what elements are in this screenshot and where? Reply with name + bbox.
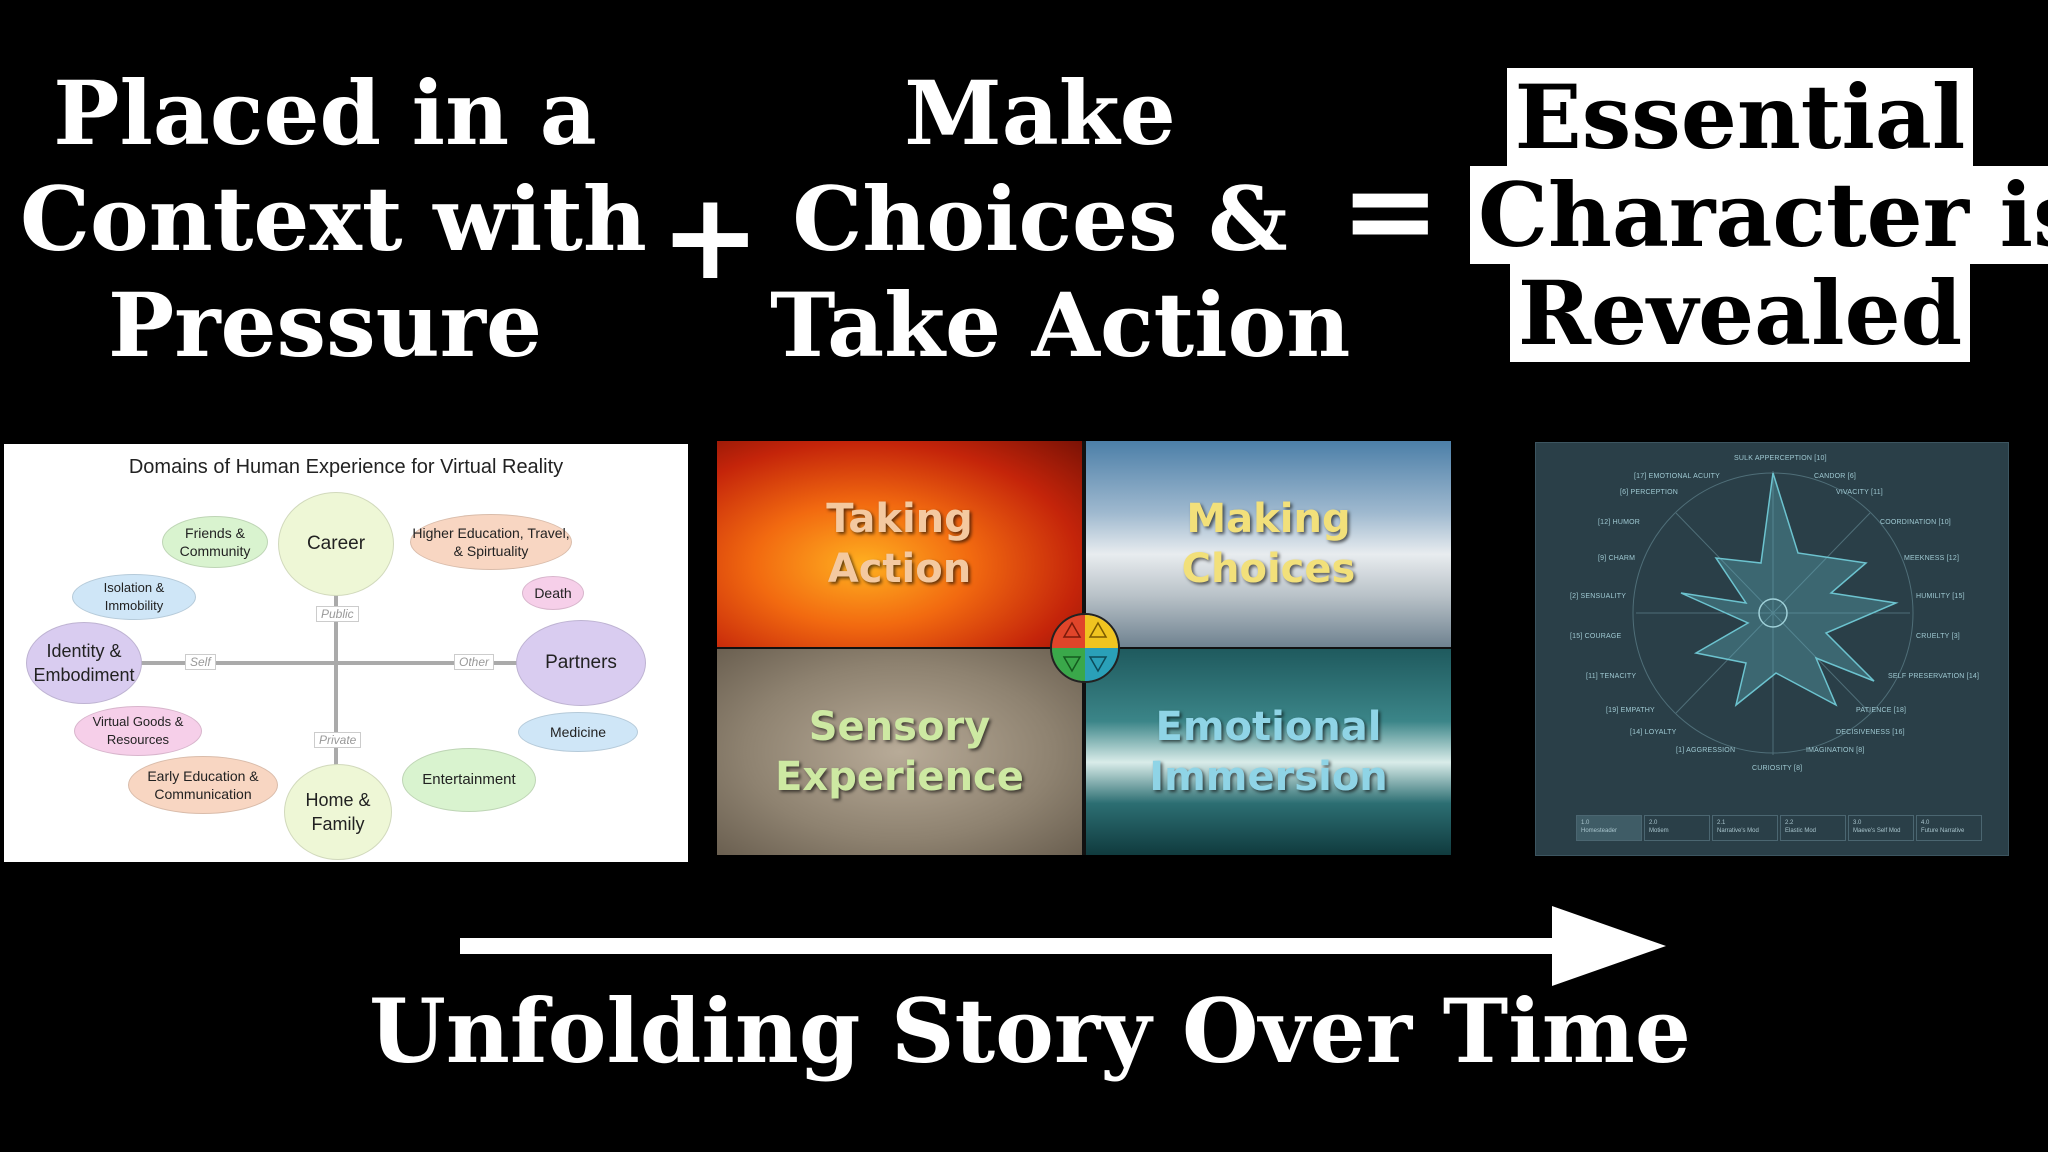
tab-label: Future Narrative <box>1921 828 1965 834</box>
radar-label: COORDINATION [10] <box>1880 519 1951 526</box>
axis-label-public: Public <box>316 606 359 622</box>
radar-label: CURIOSITY [8] <box>1752 765 1803 772</box>
bubble-partners: Partners <box>516 620 646 706</box>
tab-label: Motiem <box>1649 828 1669 834</box>
quadrant-label-line: Experience <box>775 754 1024 800</box>
headline-character-line: Revealed <box>1509 264 1971 362</box>
radar-center <box>1758 598 1788 628</box>
tab-label: Elastic Mod <box>1785 828 1817 834</box>
tab-number: 2.0 <box>1649 820 1658 826</box>
headline-context-line: Pressure <box>108 273 542 377</box>
radar-label: [2] SENSUALITY <box>1570 593 1627 600</box>
radar-polygon <box>1680 472 1899 707</box>
quadrant-label-line: Making <box>1186 496 1351 542</box>
radar-label: IMAGINATION [8] <box>1806 747 1865 754</box>
tab-number: 1.0 <box>1581 820 1590 826</box>
radar-label: CRUELTY [3] <box>1916 633 1960 640</box>
bubble-entertainment: Entertainment <box>402 748 536 812</box>
radar-label: CANDOR [6] <box>1814 473 1857 480</box>
headline-choices: Make Choices & Take Action <box>770 60 1351 378</box>
character-attribute-radar: SULK APPERCEPTION [10] [17] EMOTIONAL AC… <box>1535 442 2009 856</box>
bubble-career: Career <box>278 492 394 596</box>
radar-label: SELF PRESERVATION [14] <box>1888 673 1980 680</box>
headline-choices-line: Take Action <box>770 273 1351 377</box>
equals-sign: = <box>1340 142 1441 281</box>
radar-label: [15] COURAGE <box>1570 633 1622 640</box>
radar-label: [11] TENACITY <box>1586 673 1637 680</box>
radar-label: PATIENCE [18] <box>1856 707 1907 714</box>
headline-context: Placed in a Context with Pressure <box>20 60 647 378</box>
quadrant-label-line: Emotional <box>1155 704 1382 750</box>
radar-label: [19] EMPATHY <box>1606 707 1655 714</box>
domains-title: Domains of Human Experience for Virtual … <box>128 456 564 478</box>
elements-wheel-icon <box>1050 613 1120 683</box>
timeline-caption: Unfolding Story Over Time <box>369 979 1691 1083</box>
axis-label-private: Private <box>314 732 362 748</box>
bubble-early-education: Early Education & Communication <box>128 756 278 814</box>
radar-label: [12] HUMOR <box>1598 519 1641 526</box>
radar-label: [6] PERCEPTION <box>1620 489 1679 496</box>
quadrant-label-line: Sensory <box>808 704 991 750</box>
tab-number: 3.0 <box>1853 820 1862 826</box>
tab-label: Homesteader <box>1581 828 1618 834</box>
radar-label: [14] LOYALTY <box>1630 729 1677 736</box>
tab-number: 2.2 <box>1785 820 1794 826</box>
bubble-friends-community: Friends & Community <box>162 516 268 568</box>
quadrant-label-line: Action <box>827 546 972 592</box>
tab-number: 4.0 <box>1921 820 1930 826</box>
headline-choices-line: Choices & <box>792 167 1288 271</box>
radar-label: HUMILITY [15] <box>1916 593 1965 600</box>
timeline-arrow-shaft <box>460 938 1560 954</box>
radar-label: SULK APPERCEPTION [10] <box>1734 455 1827 462</box>
radar-label: VIVACITY [11] <box>1836 489 1883 496</box>
radar-label: DECISIVENESS [16] <box>1836 729 1905 736</box>
bubble-home-family: Home & Family <box>284 764 392 860</box>
headline-context-line: Context with <box>20 167 647 271</box>
bubble-medicine: Medicine <box>518 712 638 752</box>
bubble-virtual-goods: Virtual Goods & Resources <box>74 706 202 756</box>
bubble-death: Death <box>522 576 584 610</box>
tab-number: 2.1 <box>1717 820 1726 826</box>
radar-label: [17] EMOTIONAL ACUITY <box>1634 473 1721 480</box>
tab-label: Narrative's Mod <box>1717 828 1759 834</box>
quadrant-label-line: Taking <box>826 496 973 542</box>
headline-character-line: Character is <box>1470 166 2048 264</box>
headline-choices-line: Make <box>904 61 1176 165</box>
radar-label: MEEKNESS [12] <box>1904 555 1960 562</box>
radar-label: [9] CHARM <box>1598 555 1636 562</box>
bubble-isolation: Isolation & Immobility <box>72 574 196 620</box>
arrow-right-icon <box>1552 906 1666 986</box>
bubble-higher-education: Higher Education, Travel, & Spirtuality <box>410 514 572 570</box>
bubble-identity: Identity & Embodiment <box>26 622 142 704</box>
domains-diagram: Domains of Human Experience for Virtual … <box>4 444 688 862</box>
radar-label: [1] AGGRESSION <box>1676 747 1736 754</box>
headline-context-line: Placed in a <box>53 61 597 165</box>
headline-character: Essential Character is Revealed <box>1470 68 2048 362</box>
quadrant-label-line: Choices <box>1181 546 1356 592</box>
axis-label-other: Other <box>454 654 495 670</box>
quadrant-label-line: Immersion <box>1149 754 1388 800</box>
headline-character-line: Essential <box>1506 68 1974 166</box>
radar-chart <box>1632 471 1914 755</box>
tab-label: Maeve's Self Mod <box>1853 828 1901 834</box>
axis-label-self: Self <box>185 654 216 670</box>
plus-sign: + <box>660 168 761 307</box>
